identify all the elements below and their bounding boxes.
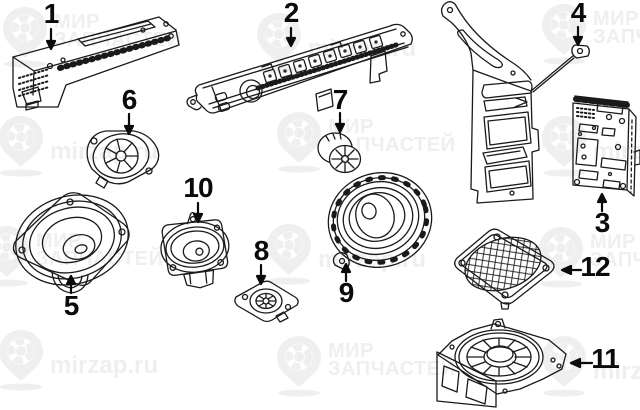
callout-6[interactable]: 6 — [121, 84, 138, 115]
callout-9[interactable]: 9 — [338, 277, 355, 308]
callout-12-arrow — [560, 264, 583, 276]
callout-8-arrow — [255, 263, 267, 286]
callout-11-arrow — [569, 357, 594, 369]
part-3-amplifier — [572, 95, 640, 197]
callout-10-arrow — [192, 201, 204, 224]
map-pin-logo-icon — [2, 6, 48, 73]
part-1-head-unit — [12, 16, 180, 111]
callout-7[interactable]: 7 — [332, 84, 349, 115]
watermark: mirzap.ru — [0, 329, 158, 396]
part-4-mounting-bracket — [440, 1, 590, 204]
map-pin-logo-icon — [266, 223, 312, 290]
part-7-midrange-speaker — [317, 132, 362, 174]
watermark: mirzap.ru — [0, 115, 158, 182]
part-8-tweeter-speaker — [234, 280, 299, 323]
part-11-subwoofer-enclosure — [436, 318, 567, 408]
map-pin-logo-icon — [276, 335, 322, 402]
part-12-speaker-grille — [454, 228, 555, 310]
callout-2[interactable]: 2 — [283, 0, 300, 28]
map-pin-logo-icon — [538, 226, 584, 293]
callout-1-arrow — [45, 27, 57, 51]
callout-3-arrow — [596, 192, 608, 213]
callout-9-arrow — [340, 262, 352, 283]
map-pin-logo-icon — [276, 111, 322, 178]
watermark: mirzap.ru — [541, 115, 640, 182]
map-pin-logo-icon — [256, 12, 302, 79]
volume-knob — [239, 79, 263, 103]
callout-5[interactable]: 5 — [63, 290, 80, 321]
callout-12[interactable]: 12 — [580, 251, 610, 282]
callout-4[interactable]: 4 — [570, 0, 587, 28]
callout-7-arrow — [334, 111, 346, 134]
watermark-site-text: mirzap.ru — [593, 358, 640, 385]
part-6-tweeter-speaker — [86, 130, 160, 189]
callout-5-arrow — [65, 274, 77, 295]
callout-8[interactable]: 8 — [253, 235, 270, 266]
callout-10[interactable]: 10 — [183, 172, 213, 203]
callout-11[interactable]: 11 — [591, 343, 620, 374]
part-10-midrange-speaker — [160, 212, 230, 289]
callout-4-arrow — [572, 25, 584, 47]
callout-6-arrow — [123, 112, 135, 136]
map-pin-logo-icon — [0, 115, 44, 182]
callout-2-arrow — [285, 26, 297, 48]
panel-buttons — [262, 34, 384, 84]
map-pin-logo-icon — [541, 3, 587, 70]
part-2-control-panel — [186, 23, 413, 114]
callout-3[interactable]: 3 — [594, 207, 611, 238]
callout-1[interactable]: 1 — [43, 0, 60, 29]
part-5-woofer-speaker — [12, 192, 130, 294]
map-pin-logo-icon — [0, 329, 44, 396]
callout-arrows — [45, 25, 608, 369]
watermark-site-text: mirzap.ru — [50, 352, 159, 379]
part-9-speaker — [327, 171, 433, 270]
